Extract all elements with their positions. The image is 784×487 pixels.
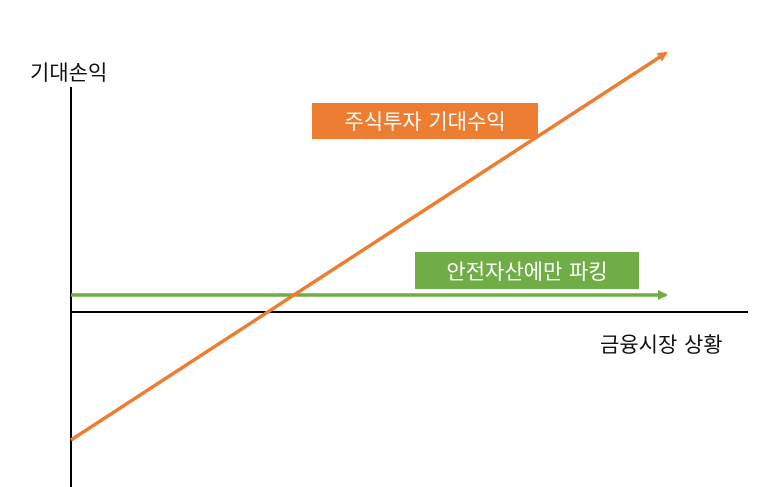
- y-axis-label: 기대손익: [30, 61, 108, 85]
- green-line-label: 안전자산에만 파킹: [415, 252, 639, 289]
- orange-line: [70, 51, 668, 442]
- orange-line-label: 주식투자 기대수익: [312, 103, 538, 139]
- x-axis-label: 금융시장 상황: [600, 333, 723, 357]
